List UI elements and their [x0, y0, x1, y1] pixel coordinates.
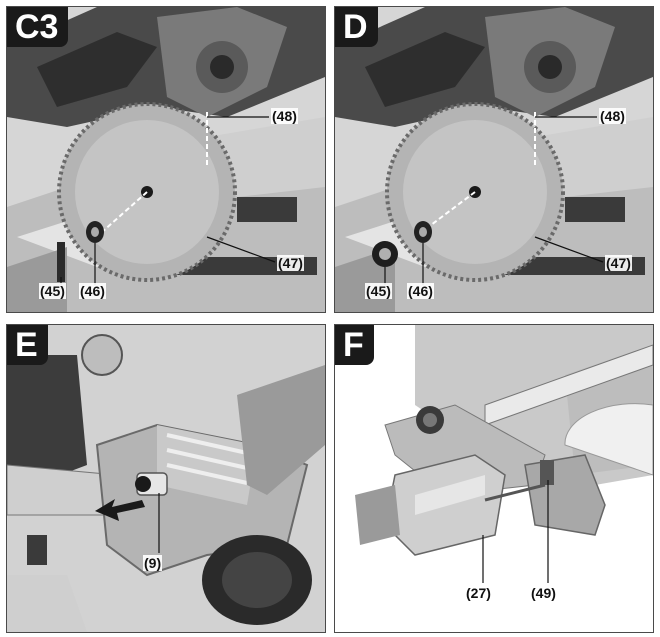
illustration-f [335, 325, 653, 632]
callout-47-c3: (47) [277, 255, 304, 271]
callout-27-f: (27) [465, 585, 492, 601]
callout-48-c3: (48) [271, 108, 298, 124]
callout-9-e: (9) [143, 555, 163, 571]
callout-49-f: (49) [530, 585, 557, 601]
illustration-e [7, 325, 325, 632]
panel-label-f: F [335, 325, 374, 365]
callout-46-d: (46) [407, 283, 434, 299]
callout-46-c3: (46) [79, 283, 106, 299]
callout-47-d: (47) [605, 255, 632, 271]
panel-d: D (48) (47) (45) (46) [334, 6, 654, 313]
panel-c3: C3 (48) (47) (45) (46) [6, 6, 326, 313]
panel-f: F (27) (49) [334, 324, 654, 633]
callout-48-d: (48) [599, 108, 626, 124]
illustration-c3 [7, 7, 325, 312]
panel-e: E (9) [6, 324, 326, 633]
panel-label-c3: C3 [7, 7, 69, 47]
callout-45-d: (45) [365, 283, 392, 299]
panel-label-d: D [335, 7, 378, 47]
callout-45-c3: (45) [39, 283, 66, 299]
panel-label-e: E [7, 325, 48, 365]
illustration-d [335, 7, 653, 312]
